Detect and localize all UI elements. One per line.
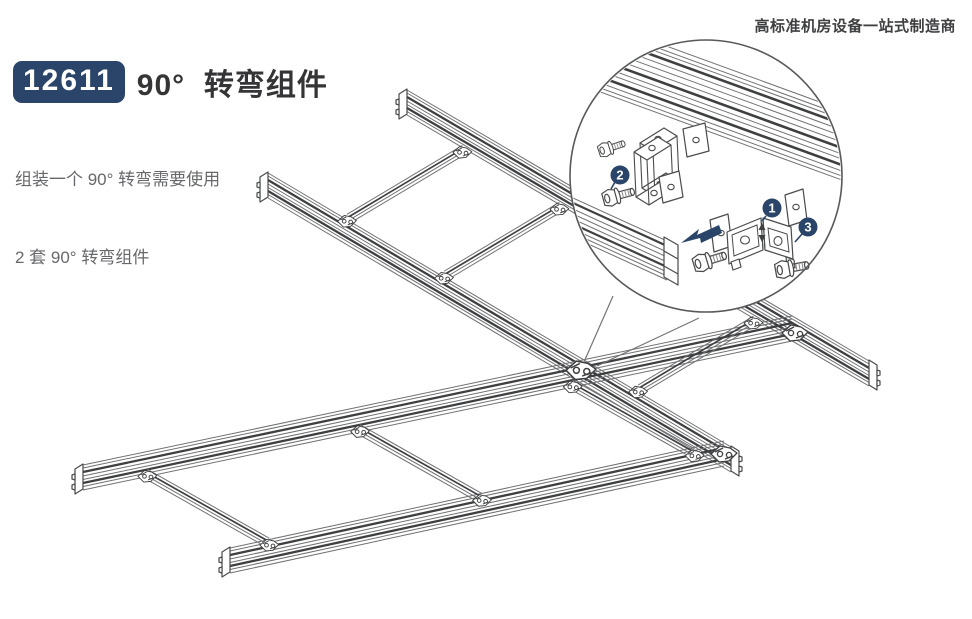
junction-bracket <box>565 360 597 381</box>
junction-bracket <box>628 385 648 399</box>
junction-bracket <box>452 146 473 159</box>
callout-1: 1 <box>761 198 782 222</box>
callout-2-circle <box>610 165 630 185</box>
junction-bracket <box>549 203 570 216</box>
branch-rail-end-cap <box>663 236 679 286</box>
junction-bracket <box>434 271 454 285</box>
callout-2: 2 <box>610 165 630 190</box>
description-line: 2 套 90° 转弯组件 <box>15 248 150 267</box>
callout-1-label: 1 <box>768 201 775 216</box>
callouts: 1 2 3 <box>610 165 818 243</box>
junction-bracket <box>710 445 738 463</box>
description-line: 组装一个 90° 转弯需要使用 <box>15 170 221 189</box>
magnifier-leader-lines <box>583 295 700 367</box>
page-title: 90° 转弯组件 <box>136 69 328 102</box>
junction-bracket <box>337 215 357 228</box>
junction-bracket <box>259 538 280 552</box>
callout-3-circle <box>798 217 818 237</box>
junction-bracket <box>781 324 809 342</box>
hex-bolt <box>601 187 636 207</box>
rail-end-cap <box>256 171 269 203</box>
junction-bracket <box>684 449 705 463</box>
turn-component-parts <box>596 122 810 286</box>
junction-bracket <box>562 380 583 394</box>
junction-bracket <box>350 425 370 438</box>
rail-end-cap <box>395 88 408 120</box>
callout-3-label: 3 <box>804 220 811 235</box>
hex-bolt <box>691 251 727 273</box>
company-tagline: 高标准机房设备一站式制造商 <box>754 18 956 35</box>
magnifier-circle <box>569 39 843 313</box>
callout-2-label: 2 <box>616 168 623 183</box>
rail-end-cap <box>71 463 84 495</box>
product-code-badge: 12611 <box>13 61 125 103</box>
alignment-arrows-icon <box>758 223 766 242</box>
callout-1-circle <box>762 198 782 218</box>
hex-bolt <box>773 259 810 279</box>
rail-end-cap <box>218 546 231 578</box>
magnifier-ring <box>569 39 843 313</box>
junction-bracket <box>743 316 764 330</box>
ladder-structure <box>71 88 881 578</box>
hex-bolt <box>596 140 626 158</box>
title-row: 12611 90° 转弯组件 <box>13 60 328 104</box>
product-description: 组装一个 90° 转弯需要使用 2 套 90° 转弯组件 <box>15 115 220 323</box>
rail-end-cap <box>868 359 881 391</box>
insert-direction-arrow-icon <box>681 225 722 243</box>
bracket-foot <box>730 258 742 271</box>
junction-bracket <box>137 470 158 483</box>
junction-bracket <box>472 494 492 507</box>
callout-3: 3 <box>794 217 818 243</box>
